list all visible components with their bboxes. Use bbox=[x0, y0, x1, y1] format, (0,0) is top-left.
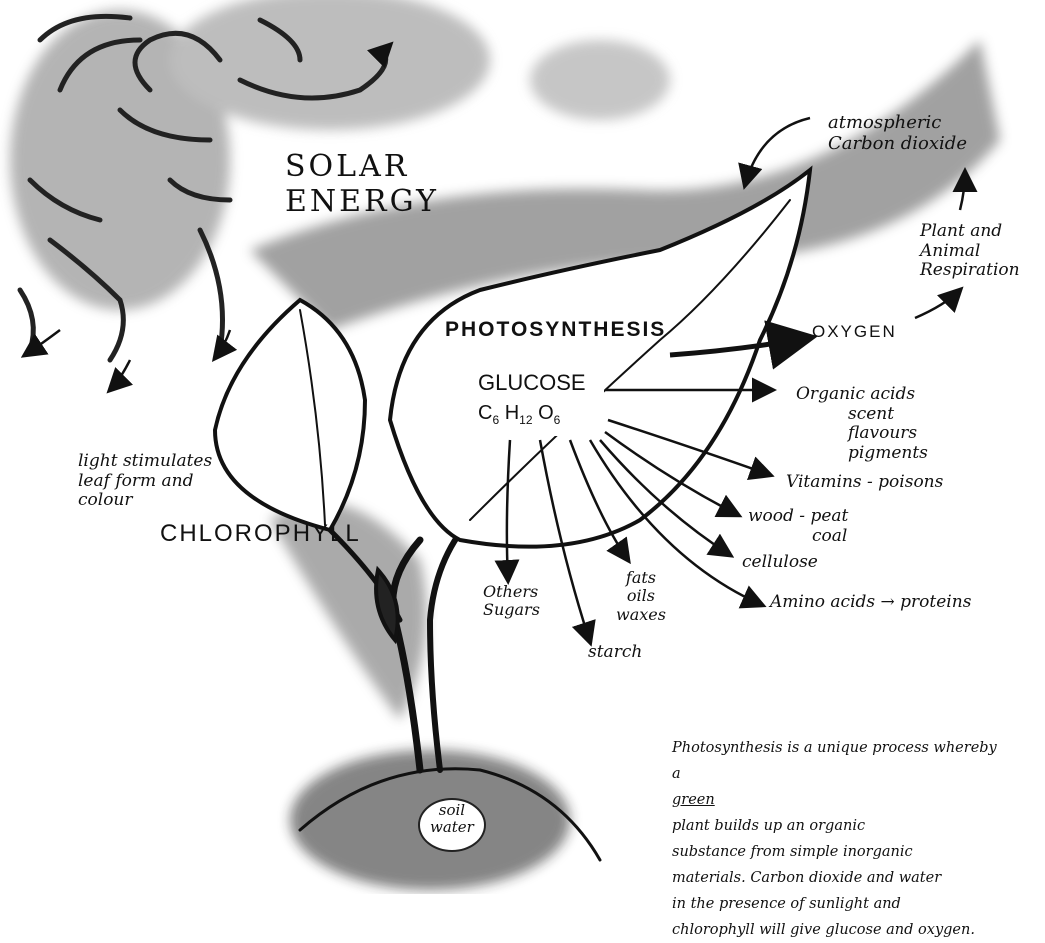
organic-line4: pigments bbox=[796, 444, 928, 464]
atmospheric-line1: atmospheric bbox=[828, 113, 967, 134]
others-line1: Others bbox=[483, 583, 540, 601]
description-line5: in the presence of sunlight and bbox=[672, 891, 997, 917]
glucose-label: GLUCOSE bbox=[478, 370, 586, 395]
formula-o: O bbox=[538, 402, 554, 424]
soil-line1: soil bbox=[430, 802, 474, 819]
fats-line3: waxes bbox=[616, 606, 666, 624]
atmospheric-co2-label: atmospheric Carbon dioxide bbox=[828, 113, 967, 154]
formula-c: C bbox=[478, 402, 492, 424]
description-paragraph: Photosynthesis is a unique process where… bbox=[672, 735, 997, 943]
organic-acids-label: Organic acids scent flavours pigments bbox=[796, 385, 928, 463]
description-line2-pre: a bbox=[672, 761, 997, 787]
solar-label-line1: SOLAR bbox=[285, 150, 439, 185]
respiration-line2: Animal bbox=[920, 242, 1020, 262]
others-line2: Sugars bbox=[483, 601, 540, 619]
description-line6: chlorophyll will give glucose and oxygen… bbox=[672, 917, 997, 943]
formula-h: H bbox=[505, 402, 519, 424]
formula-h-n: 12 bbox=[519, 413, 532, 427]
other-sugars-label: Others Sugars bbox=[483, 583, 540, 620]
wood-line1: wood - peat bbox=[748, 507, 848, 527]
light-line3: colour bbox=[78, 491, 212, 511]
fats-line2: oils bbox=[616, 587, 666, 605]
description-line2-post: plant builds up an organic bbox=[672, 813, 997, 839]
description-line4: materials. Carbon dioxide and water bbox=[672, 865, 997, 891]
atmospheric-line2: Carbon dioxide bbox=[828, 134, 967, 155]
light-stimulates-label: light stimulates leaf form and colour bbox=[78, 452, 212, 511]
chlorophyll-label: CHLOROPHYLL bbox=[160, 520, 361, 548]
respiration-line1: Plant and bbox=[920, 222, 1020, 242]
respiration-line3: Respiration bbox=[920, 261, 1020, 281]
solar-label-line2: ENERGY bbox=[285, 185, 439, 220]
cellulose-label: cellulose bbox=[742, 553, 818, 573]
oxygen-label: OXYGEN bbox=[812, 322, 897, 342]
solar-energy-label: SOLAR ENERGY bbox=[285, 150, 439, 219]
description-green-word: green bbox=[672, 787, 997, 813]
amino-acids-label: Amino acids → proteins bbox=[770, 593, 971, 613]
formula-c-n: 6 bbox=[492, 413, 499, 427]
respiration-label: Plant and Animal Respiration bbox=[920, 222, 1020, 281]
fats-label: fats oils waxes bbox=[616, 569, 666, 624]
description-line1: Photosynthesis is a unique process where… bbox=[672, 735, 997, 761]
light-line2: leaf form and bbox=[78, 472, 212, 492]
photosynthesis-title: PHOTOSYNTHESIS bbox=[445, 318, 666, 342]
wood-label: wood - peat coal bbox=[748, 507, 848, 546]
organic-line1: Organic acids bbox=[796, 385, 928, 405]
glucose-formula: C6 H12 O6 bbox=[478, 402, 560, 428]
light-line1: light stimulates bbox=[78, 452, 212, 472]
vitamins-label: Vitamins - poisons bbox=[786, 473, 943, 493]
description-line2: a green plant builds up an organic bbox=[672, 761, 997, 839]
organic-line3: flavours bbox=[796, 424, 928, 444]
soil-line2: water bbox=[430, 819, 474, 836]
starch-label: starch bbox=[588, 643, 642, 663]
formula-o-n: 6 bbox=[554, 413, 561, 427]
organic-line2: scent bbox=[796, 405, 928, 425]
description-line3: substance from simple inorganic bbox=[672, 839, 997, 865]
wood-line2: coal bbox=[748, 527, 848, 547]
soil-water-label: soil water bbox=[430, 802, 474, 837]
fats-line1: fats bbox=[616, 569, 666, 587]
